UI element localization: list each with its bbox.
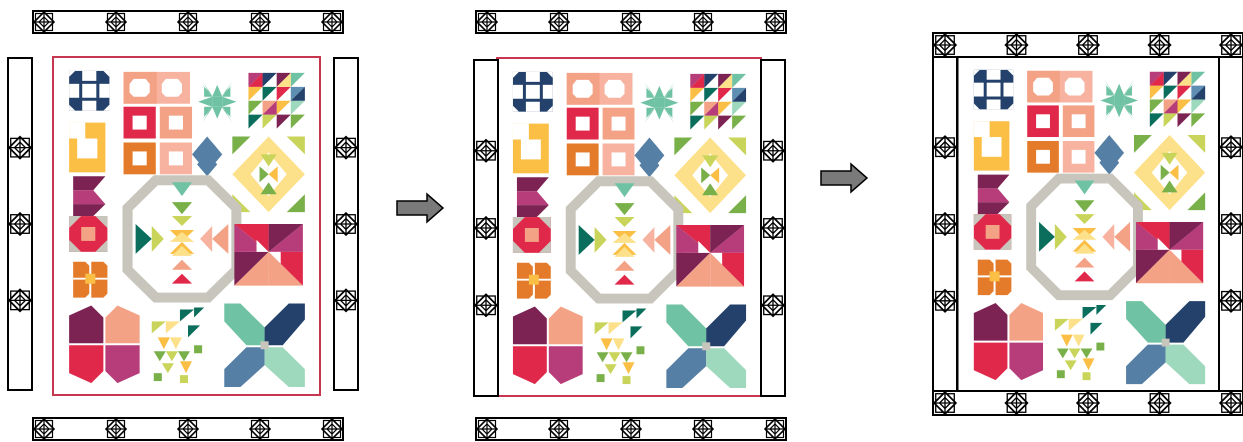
border-strip-horizontal bbox=[33, 11, 343, 33]
border-strip-horizontal bbox=[476, 418, 786, 440]
quilt-center bbox=[53, 57, 320, 395]
border-strip-horizontal bbox=[933, 33, 1243, 57]
border-strip-horizontal bbox=[933, 391, 1243, 415]
quilt-center bbox=[958, 56, 1220, 392]
border-strip-horizontal bbox=[476, 11, 786, 33]
border-strip-vertical bbox=[1219, 57, 1243, 391]
border-strip-vertical bbox=[761, 60, 785, 396]
border-strip-vertical bbox=[334, 58, 358, 390]
step-3-finished-quilt bbox=[933, 33, 1243, 415]
border-strip-horizontal bbox=[33, 418, 343, 440]
quilt-center bbox=[497, 58, 761, 396]
border-strip-vertical bbox=[8, 58, 32, 390]
step-2-side-borders-attached bbox=[474, 11, 786, 440]
arrow-2 bbox=[821, 164, 867, 192]
arrow-1 bbox=[397, 194, 443, 222]
border-strip-vertical bbox=[474, 60, 498, 396]
step-1-layout bbox=[8, 11, 358, 440]
border-strip-vertical bbox=[933, 57, 957, 391]
